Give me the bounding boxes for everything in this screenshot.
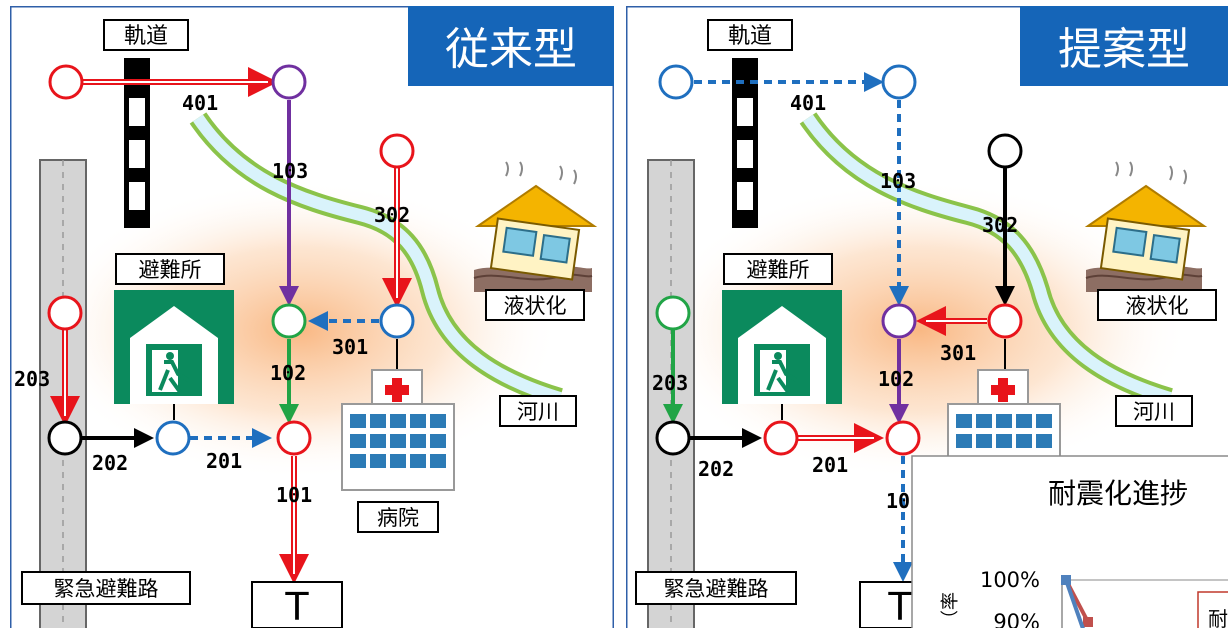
left-label-202: 202: [92, 451, 128, 475]
right-track-label-box: [707, 19, 793, 51]
left-terminal-box: [251, 581, 343, 628]
river-water: [803, 114, 1172, 404]
inset-legend-text: 耐: [1208, 607, 1228, 628]
left-terminal-label: T: [284, 585, 309, 628]
right-panel: 提案型 軌道: [626, 6, 1228, 628]
inset-series-line-2: [1064, 579, 1085, 628]
left-title-box: [408, 6, 614, 86]
left-panel: 従来型 軌道: [10, 6, 614, 628]
inset-series-group: [1061, 575, 1093, 628]
left-river-label-box: [499, 395, 577, 427]
right-label-103: 103: [880, 169, 916, 193]
right-label-302: 302: [982, 213, 1018, 237]
left-road-label-box: [21, 571, 191, 605]
left-hospital-icon: [341, 369, 455, 491]
inset-series-2-point-1: [1061, 575, 1071, 585]
right-node-203-start: [655, 295, 691, 331]
left-title: 従来型: [445, 24, 577, 75]
left-label-302: 302: [374, 203, 410, 227]
right-label-203: 203: [652, 371, 688, 395]
right-label-301: 301: [940, 341, 976, 365]
right-label-401: 401: [790, 91, 826, 115]
left-hospital-label: 病院: [377, 506, 419, 530]
right-node-401-start: [658, 64, 694, 100]
inset-ylabel: （率: [940, 592, 961, 628]
left-node-401-start: [48, 64, 84, 100]
right-node-103-start: [881, 64, 917, 100]
left-node-202-start: [47, 420, 83, 456]
left-liquefaction-label-box: [485, 289, 585, 321]
left-label-103: 103: [272, 159, 308, 183]
left-label-401: 401: [182, 91, 218, 115]
left-shelter-label: 避難所: [139, 258, 202, 282]
right-label-201: 201: [812, 453, 848, 477]
left-label-301: 301: [332, 335, 368, 359]
right-road-label: 緊急避難路: [664, 577, 769, 601]
right-track-label: 軌道: [728, 24, 772, 49]
right-road-label-box: [635, 571, 797, 605]
left-label-101: 101: [276, 483, 312, 507]
left-node-203-start: [47, 295, 83, 331]
right-label-101: 10: [886, 489, 910, 513]
right-liquefaction-label: 液状化: [1126, 294, 1189, 318]
right-node-301-start: [987, 303, 1023, 339]
river-water: [193, 114, 562, 404]
left-node-103-start: [271, 64, 307, 100]
inset-series-1-point-2: [1083, 617, 1093, 627]
track-tie: [129, 182, 145, 210]
right-node-102-start: [881, 303, 917, 339]
right-liquefaction-icon: [1084, 161, 1208, 292]
inset-chart-title: 耐震化進捗: [1048, 477, 1188, 510]
right-title: 提案型: [1058, 24, 1190, 75]
inset-chart-frame: [911, 455, 1228, 628]
left-road-label: 緊急避難路: [54, 577, 159, 601]
right-liquefaction-label-box: [1097, 289, 1217, 321]
left-node-201-start: [155, 420, 191, 456]
left-label-201: 201: [206, 449, 242, 473]
left-liquefaction-icon: [473, 161, 598, 292]
right-node-101-start: [885, 420, 921, 456]
right-shelter-label-box: [723, 253, 833, 285]
right-terminal-label: T: [887, 585, 912, 628]
right-node-201-start: [763, 420, 799, 456]
right-river-label: 河川: [1133, 400, 1175, 424]
left-node-302-start: [379, 133, 415, 169]
right-shelter-exit-icon: [722, 290, 842, 404]
left-node-101-start: [276, 420, 312, 456]
left-label-102: 102: [270, 361, 306, 385]
left-node-102-start: [271, 303, 307, 339]
right-node-202-start: [655, 420, 691, 456]
inset-legend-box: [1197, 591, 1228, 628]
track-tie: [737, 182, 753, 210]
left-river-label: 河川: [517, 400, 559, 424]
right-river-label-box: [1115, 395, 1193, 427]
track-tie: [737, 98, 753, 126]
left-track-label-box: [103, 19, 189, 51]
right-title-box: [1020, 6, 1228, 86]
right-label-102: 102: [878, 367, 914, 391]
left-hospital-label-box: [357, 501, 439, 533]
inset-chart: 耐震化進捗 100% 90% （率 耐: [911, 455, 1228, 628]
left-track-label: 軌道: [124, 24, 168, 49]
right-node-302-start: [987, 133, 1023, 169]
left-shelter-exit-icon: [114, 290, 234, 404]
left-liquefaction-label: 液状化: [504, 294, 567, 318]
track-tie: [129, 140, 145, 168]
track-tie: [737, 140, 753, 168]
right-label-202: 202: [698, 457, 734, 481]
track-tie: [129, 98, 145, 126]
inset-ytick-100: 100%: [980, 568, 1040, 592]
left-node-301-start: [379, 303, 415, 339]
right-shelter-label: 避難所: [747, 258, 810, 282]
left-label-203: 203: [14, 367, 50, 391]
inset-ytick-90: 90%: [993, 610, 1040, 628]
left-shelter-label-box: [115, 253, 225, 285]
